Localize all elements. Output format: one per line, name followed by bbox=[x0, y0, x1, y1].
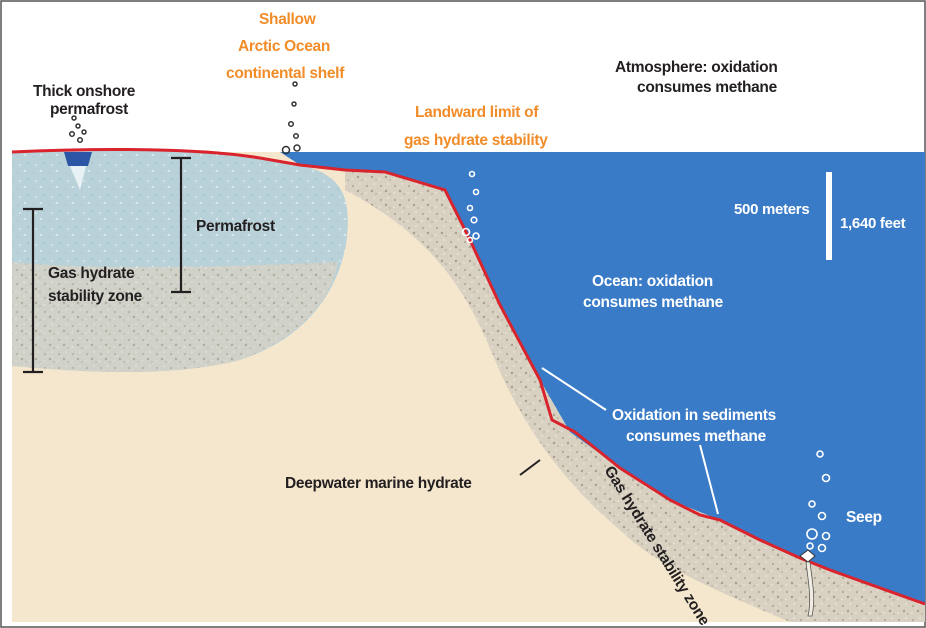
label-landward-1: Landward limit of bbox=[415, 104, 539, 121]
permafrost-lake bbox=[64, 152, 92, 166]
label-ocean-1: Ocean: oxidation bbox=[592, 273, 713, 290]
bubbles-shelf bbox=[281, 81, 301, 155]
deepwater-hydrate-zone bbox=[345, 170, 925, 622]
permafrost-hydrate-zone bbox=[12, 262, 338, 372]
label-thick-permafrost-2: permafrost bbox=[50, 101, 128, 118]
label-scale-meters: 500 meters bbox=[734, 201, 809, 218]
ocean bbox=[280, 152, 925, 604]
scale-bar bbox=[826, 172, 832, 260]
label-oxidation-1: Oxidation in sediments bbox=[612, 407, 776, 424]
label-atmosphere-1: Atmosphere: oxidation bbox=[615, 59, 778, 76]
permafrost-bracket bbox=[171, 156, 191, 294]
label-ocean-2: consumes methane bbox=[583, 294, 724, 311]
bubbles-onshore bbox=[68, 115, 87, 144]
label-landward-2: gas hydrate stability bbox=[404, 132, 548, 149]
label-oxidation-2: consumes methane bbox=[626, 428, 767, 445]
label-shallow-1: Shallow bbox=[259, 11, 317, 28]
label-atmosphere-2: consumes methane bbox=[637, 79, 778, 96]
seafloor-line bbox=[11, 148, 926, 606]
label-thick-permafrost-1: Thick onshore bbox=[33, 83, 136, 100]
seep-vent bbox=[799, 549, 816, 617]
label-permafrost: Permafrost bbox=[196, 218, 275, 235]
label-shallow-3: continental shelf bbox=[226, 65, 345, 82]
bubbles-seep bbox=[806, 450, 831, 553]
deepwater-pointer bbox=[519, 459, 541, 476]
label-ghsz-2: stability zone bbox=[48, 288, 143, 305]
label-scale-feet: 1,640 feet bbox=[840, 215, 906, 232]
lake-plume bbox=[70, 166, 86, 190]
oxidation-pointer-2 bbox=[699, 444, 719, 515]
ghsz-bracket bbox=[23, 207, 43, 374]
label-seep: Seep bbox=[846, 509, 882, 526]
bubbles-landward bbox=[461, 170, 480, 244]
label-ghsz-1: Gas hydrate bbox=[48, 265, 135, 282]
oxidation-pointer-1 bbox=[541, 367, 607, 411]
label-shallow-2: Arctic Ocean bbox=[238, 38, 330, 55]
label-deepwater: Deepwater marine hydrate bbox=[285, 475, 472, 492]
